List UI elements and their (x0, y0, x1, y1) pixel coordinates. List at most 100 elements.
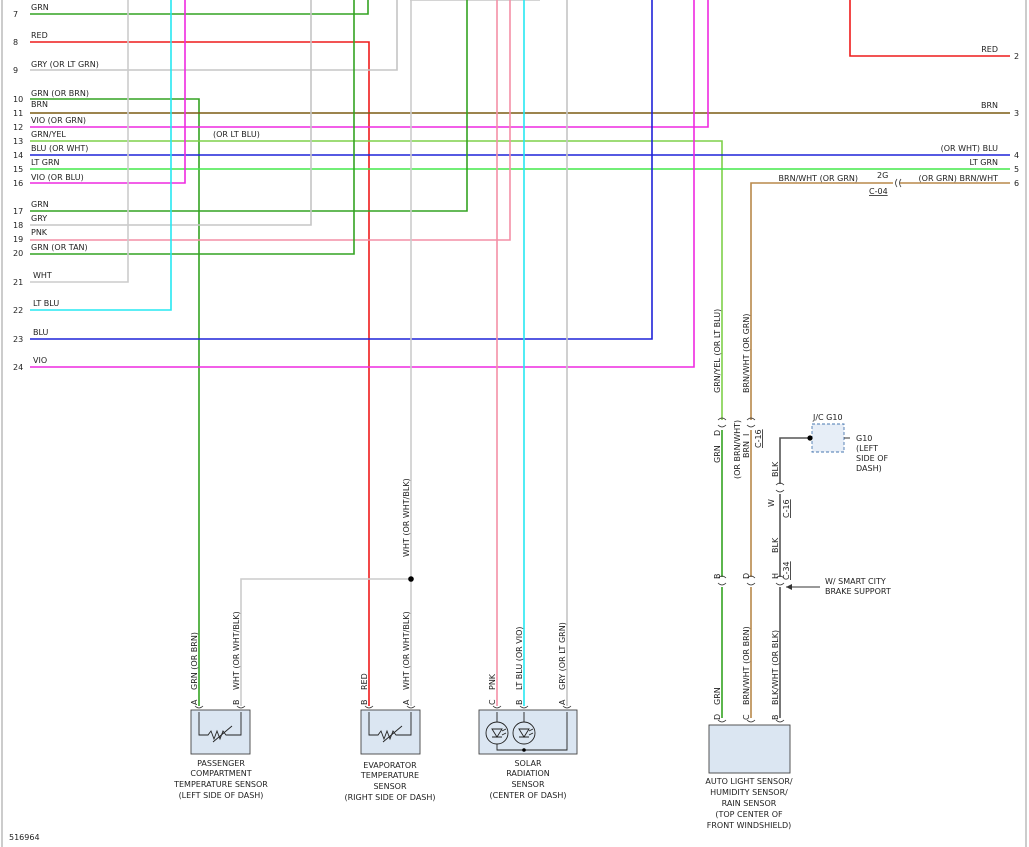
wire-num: 12 (13, 123, 23, 132)
pin-connector (717, 719, 785, 723)
wire-color: LT BLU (33, 299, 59, 308)
vlabel: BRN/WHT (OR GRN) (742, 314, 751, 393)
component-label: (LEFT SIDE OF DASH) (179, 791, 264, 800)
component-label: TEMPERATURE SENSOR (173, 780, 268, 789)
vlabel: (OR BRN/WHT) (733, 420, 742, 479)
wires (30, 0, 1010, 718)
smart-city-note-2: BRAKE SUPPORT (825, 587, 891, 596)
wire-num: 24 (13, 363, 23, 372)
wire-ground-blk (779, 437, 810, 484)
component-label: SENSOR (511, 780, 544, 789)
wire-color: GRY (31, 214, 47, 223)
wire-pass-b-wht (240, 578, 411, 706)
wire-num: 11 (13, 109, 23, 118)
wire-17-grn (30, 0, 468, 212)
wire-num: 21 (13, 278, 23, 287)
wire-16-vio (30, 0, 186, 184)
vlabel: WHT (OR WHT/BLK) (402, 478, 411, 557)
wire-color: BRN (981, 101, 998, 110)
connector-d-c34 (746, 575, 756, 586)
wire-num: 23 (13, 335, 23, 344)
wire-num: 17 (13, 207, 23, 216)
component-label: (RIGHT SIDE OF DASH) (344, 793, 435, 802)
thermistor-icon (368, 712, 412, 743)
pin-letter: B (515, 700, 524, 706)
vlabel: B (713, 574, 722, 580)
g10-loc3: DASH) (856, 464, 882, 473)
wire-13-grnyel (30, 140, 723, 420)
auto-light-branch-labels: GRN/YEL (OR LT BLU) BRN/WHT (OR GRN) D G… (402, 309, 791, 580)
vlabel: C-16 (754, 429, 763, 448)
wire-num: 15 (13, 165, 23, 174)
left-wire-labels: 7 GRN 8 RED 9 GRY (OR LT GRN) 10 GRN (OR… (13, 3, 99, 372)
component-label: SOLAR (514, 759, 541, 768)
wire-color: (OR WHT) BLU (941, 144, 999, 153)
vlabel: GRN/YEL (OR LT BLU) (713, 309, 722, 393)
pin-letter: A (190, 699, 199, 705)
pin-wire-label: GRY (OR LT GRN) (558, 622, 567, 690)
wire-color: VIO (OR GRN) (31, 116, 86, 125)
component-label: TEMPERATURE (360, 771, 419, 780)
g10-loc1: (LEFT (856, 444, 878, 453)
pin-letter: A (402, 699, 411, 705)
pin-letter: A (558, 699, 567, 705)
smart-city-note-1: W/ SMART CITY (825, 577, 886, 586)
pin-wire-label: BRN/WHT (OR BRN) (742, 626, 751, 705)
auto-light-sensor: AUTO LIGHT SENSOR/ HUMIDITY SENSOR/ RAIN… (705, 719, 793, 830)
diode-symbols (491, 712, 568, 751)
wire-num: 19 (13, 235, 23, 244)
wire-num: 3 (1014, 109, 1019, 118)
pin-wire-label: PNK (488, 673, 497, 690)
component-label: FRONT WINDSHIELD) (707, 821, 792, 830)
wire-9-gry (30, 0, 398, 71)
wire-num: 16 (13, 179, 23, 188)
evaporator-temperature-sensor: EVAPORATOR TEMPERATURE SENSOR (RIGHT SID… (344, 705, 436, 802)
wire-num: 22 (13, 306, 23, 315)
ground-g10: J/C G10 G10 (LEFT SIDE OF DASH) (807, 413, 888, 473)
pin-letter: B (771, 715, 780, 721)
wire-color: PNK (31, 228, 48, 237)
wire-num: 6 (1014, 179, 1019, 188)
connector-c04-label: C-04 (869, 187, 888, 196)
wire-color: GRN (31, 3, 49, 12)
component-label: (CENTER OF DASH) (490, 791, 567, 800)
pin-wire-label: GRN (713, 687, 722, 705)
vlabel: BLK (771, 537, 780, 553)
pin-wire-label: WHT (OR WHT/BLK) (402, 611, 411, 690)
splice-dot (408, 576, 414, 582)
right-wire-labels: 2 RED 3 BRN 4 (OR WHT) BLU 5 LT GRN 6 (O… (919, 45, 1020, 188)
wire-color: GRN (31, 200, 49, 209)
wire-color: LT GRN (31, 158, 60, 167)
wire-num: 10 (13, 95, 23, 104)
pin-letter: C (488, 699, 497, 705)
component-label: AUTO LIGHT SENSOR/ (705, 777, 793, 786)
wire-num: 7 (13, 10, 18, 19)
wire-color: (OR GRN) BRN/WHT (919, 174, 999, 183)
connector-w-c16 (775, 482, 785, 493)
brn-wht-or-grn-label: BRN/WHT (OR GRN) (779, 174, 858, 183)
jc-g10-box (811, 423, 845, 453)
pin-wire-label: LT BLU (OR VIO) (515, 627, 524, 691)
pin-letter: C (742, 714, 751, 720)
pin-connector (364, 705, 416, 709)
wire-color: LT GRN (969, 158, 998, 167)
wire-num: 9 (13, 66, 18, 75)
or-lt-blu-label: (OR LT BLU) (213, 130, 260, 139)
wire-23-blu (30, 0, 653, 340)
wire-num: 14 (13, 151, 23, 160)
wire-color: GRN (OR TAN) (31, 243, 88, 252)
component-label: RAIN SENSOR (722, 799, 777, 808)
pin-wire-label: GRN (OR BRN) (190, 632, 199, 690)
pin-letter: D (713, 714, 722, 720)
connector-d-c16 (717, 417, 727, 428)
vlabel: W (767, 499, 776, 507)
sensor-body (360, 709, 421, 755)
pin-letter: B (360, 700, 369, 706)
component-label: EVAPORATOR (363, 761, 417, 770)
wire-color: VIO (OR BLU) (31, 173, 84, 182)
vlabel: I (742, 434, 751, 436)
wire-color: GRY (OR LT GRN) (31, 60, 99, 69)
connector-i-c16 (746, 417, 756, 428)
wire-20-grn (30, 0, 355, 255)
